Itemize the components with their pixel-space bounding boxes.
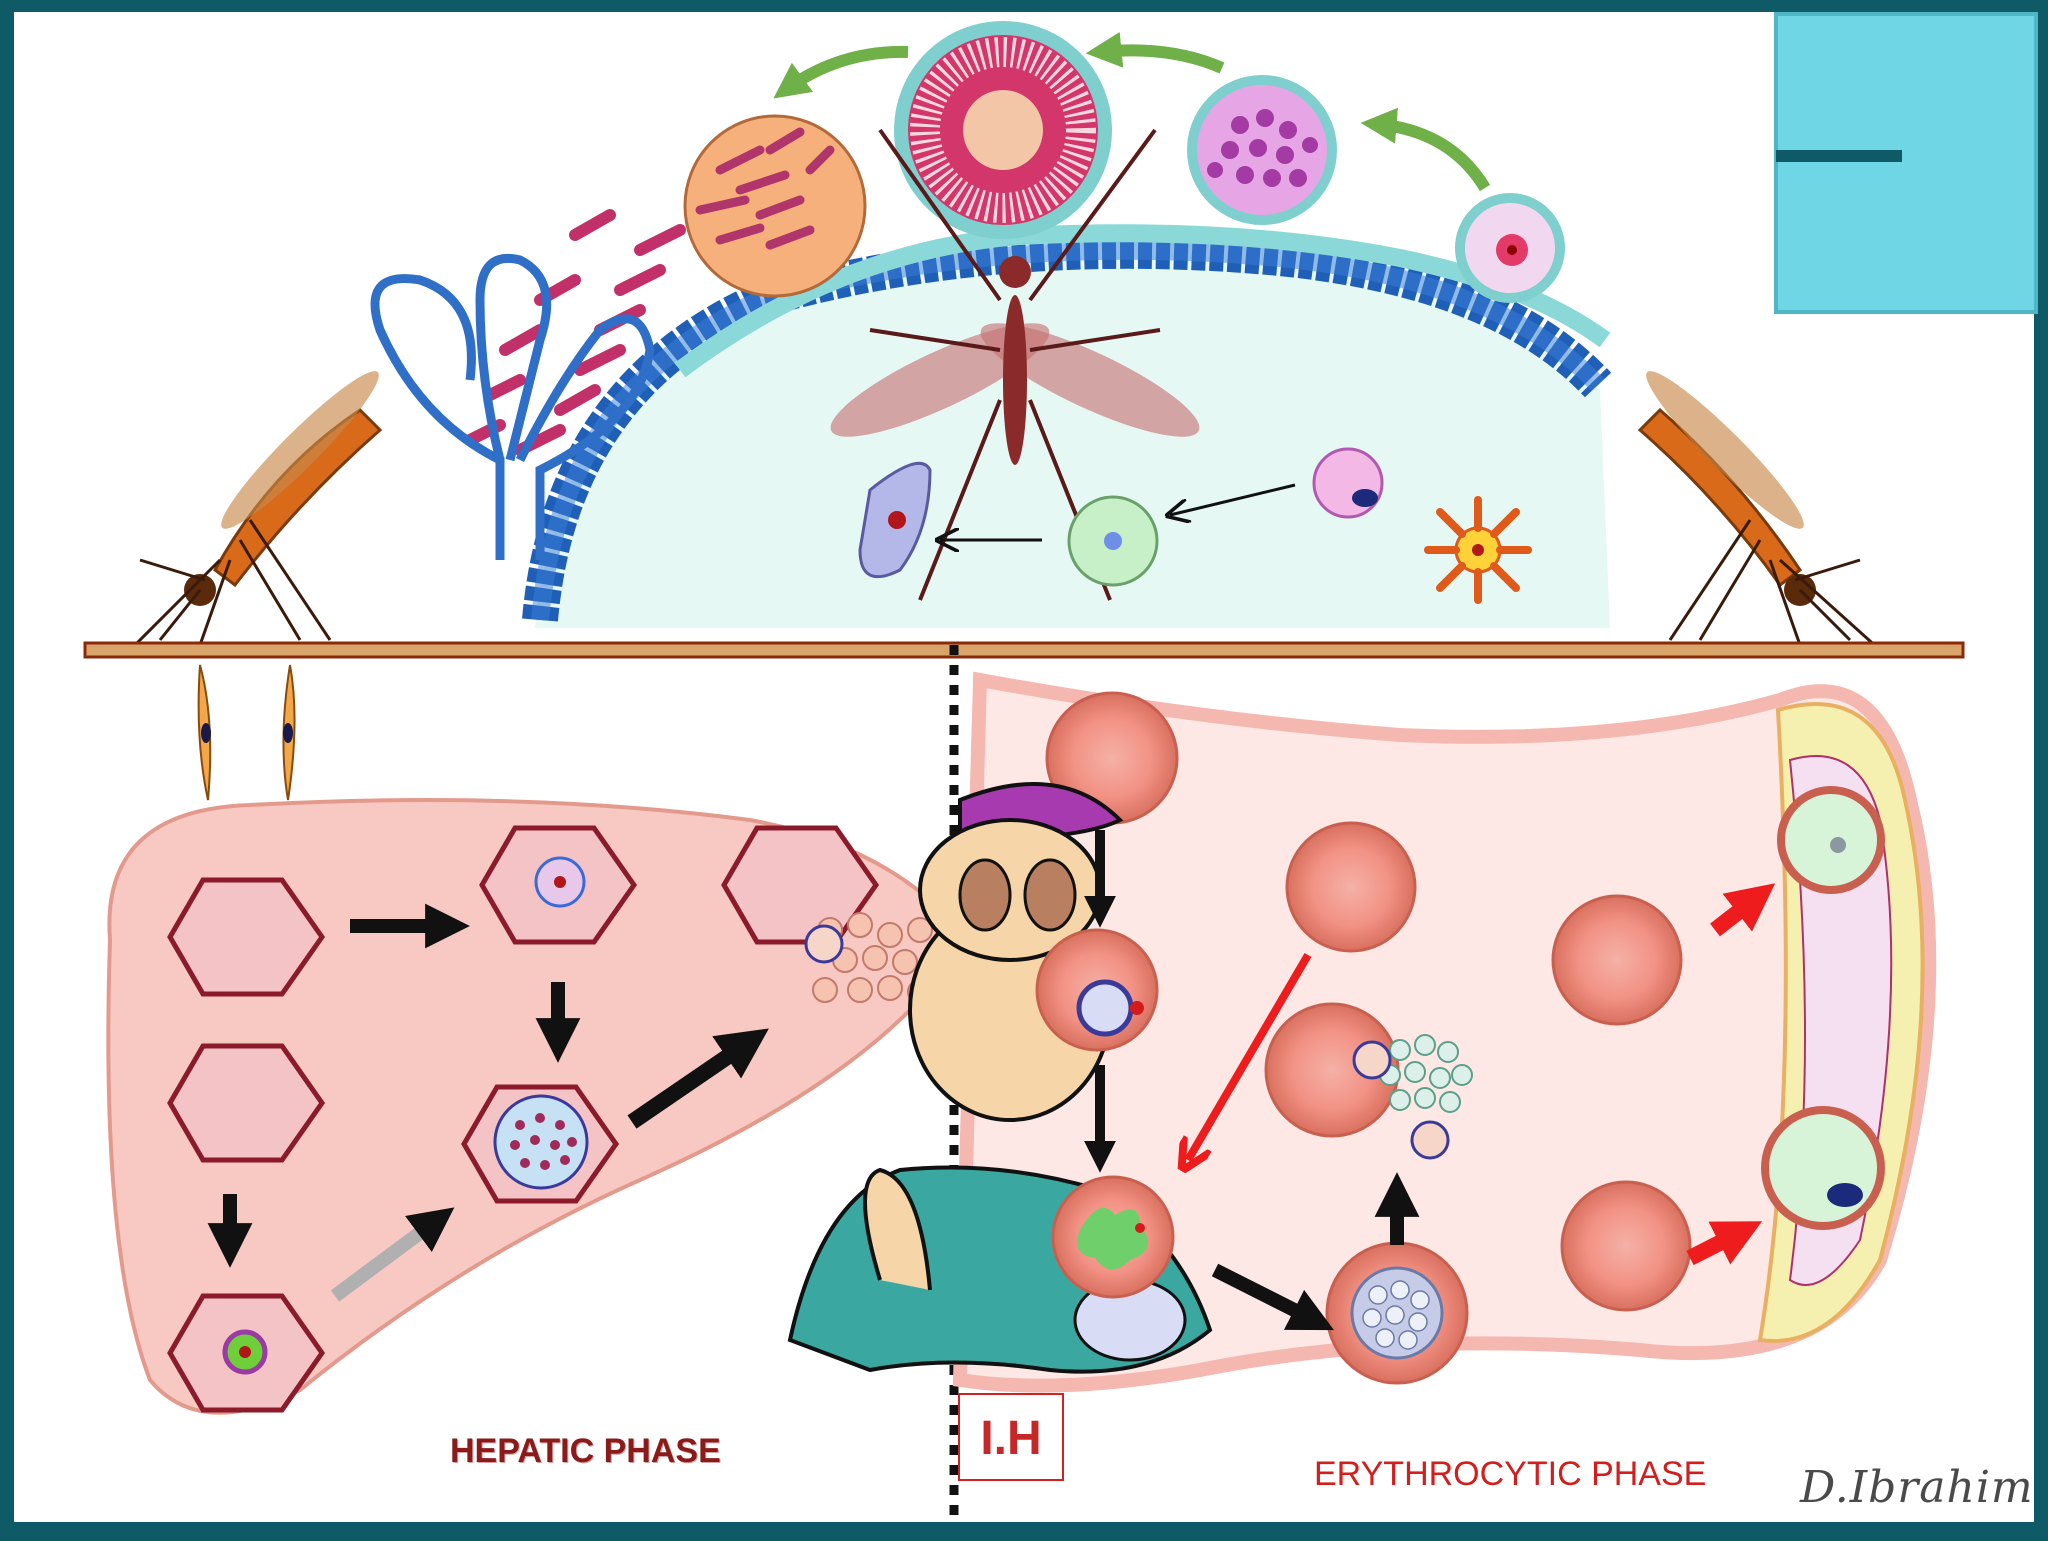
- released-merozoites: [1352, 1034, 1473, 1160]
- infected-rbc-schizont: [1325, 1241, 1469, 1385]
- infected-rbc-ring: [1035, 928, 1159, 1052]
- hepatic-phase-label: HEPATIC PHASE: [450, 1432, 721, 1470]
- developing-oocyst: [1187, 75, 1337, 225]
- skin-line: [83, 641, 1965, 659]
- injected-sporozoites: [197, 664, 296, 801]
- infected-rbc-trophozoite: [1051, 1175, 1175, 1299]
- mosquito-right: [1637, 371, 1882, 652]
- mosquito-left: [128, 371, 383, 652]
- mosquito-center: [830, 128, 1200, 601]
- merozoite-ring: [804, 924, 844, 964]
- liver-stages: [222, 856, 589, 1375]
- salivary-gland: [370, 254, 655, 560]
- gametocytes: [1761, 786, 1885, 1230]
- blood-arrows: [1083, 830, 1776, 1331]
- corner-panel: [1774, 12, 2038, 314]
- oocyst-progression-arrows: [773, 31, 1491, 192]
- mature-oocyst: [894, 21, 1112, 239]
- gut-gametes: [858, 447, 1532, 604]
- author-signature: D.Ibrahim: [1800, 1462, 2034, 1513]
- ih-label: I.H: [958, 1393, 1064, 1481]
- ruptured-oocyst: [683, 114, 867, 298]
- erythrocytic-phase-label: ERYTHROCYTIC PHASE: [1314, 1455, 1707, 1493]
- young-oocyst: [1455, 193, 1565, 303]
- liver-arrows: [207, 903, 769, 1302]
